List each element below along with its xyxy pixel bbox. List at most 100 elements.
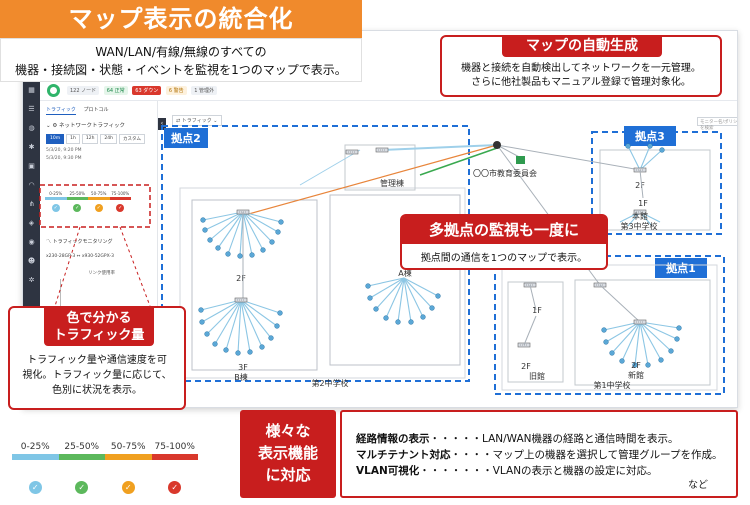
b-building-switch[interactable] <box>234 297 248 303</box>
time-end: 5/3/20, 9:30 PM <box>46 156 82 161</box>
site2-badge <box>164 128 208 148</box>
collapse-panel-button[interactable]: ‹ <box>158 118 166 130</box>
time-10m-button[interactable]: 10m <box>46 134 65 144</box>
warning-count: 6 警告 <box>165 86 187 95</box>
legend-bar-segment <box>12 454 59 460</box>
legend-bar-segment <box>105 454 152 460</box>
school1-label: 第1中学校 <box>593 380 630 390</box>
color-traffic-title-line: トラフィック量 <box>53 328 145 343</box>
link-name: x230-28GP-3 ↔ x930-52GPX-3 <box>46 254 114 259</box>
map-icon[interactable]: ▣ <box>28 162 35 170</box>
feature-vlan: VLAN可視化・・・・・・・VLANの表示と機器の設定に対応。 <box>356 463 658 478</box>
node-count: 122 ノード <box>67 86 100 95</box>
circle-icon[interactable]: ◉ <box>28 238 35 246</box>
users-icon[interactable]: ☻ <box>27 257 36 265</box>
check-icon: ✓ <box>116 204 125 212</box>
legend-bar-segment <box>58 454 105 460</box>
various-display-badge: 様々な 表示機能 に対応 <box>240 410 336 498</box>
school3-ap <box>625 143 631 149</box>
multi-site-callout: 多拠点の監視も一度に 拠点間の通信を1つのマップで表示。 <box>400 214 608 270</box>
kanri-camera[interactable] <box>345 149 359 155</box>
mini-range-label: 50-75% <box>91 191 107 196</box>
list-icon[interactable]: ☰ <box>28 105 35 113</box>
wifi-icon[interactable]: ◠ <box>28 181 35 189</box>
site3-label: 拠点3 <box>635 129 665 143</box>
tab-traffic[interactable]: トラフィック <box>46 107 76 115</box>
check-icon: ✓ <box>168 481 182 494</box>
feature-dots: ・・・・ <box>450 449 493 461</box>
a-building-group <box>191 199 318 371</box>
feature-desc: LAN/WAN機器の経路と通信時間を表示。 <box>482 433 679 445</box>
traffic-panel: トラフィック プロトコル ⌄ ⚙ ネットワークトラフィック 10m 1h 12h… <box>40 101 158 407</box>
unmanaged-count: 1 管理外 <box>191 86 217 95</box>
traffic-monitoring-label: トラフィックモニタリング <box>52 239 113 245</box>
b-building-ap-links <box>200 299 281 354</box>
time-range-buttons: 10m 1h 12h 24h カスタム <box>46 134 145 144</box>
dashboard-icon[interactable]: ▦ <box>28 86 35 94</box>
site3-boundary <box>591 131 722 235</box>
kanri-switch[interactable] <box>375 147 389 153</box>
site1-boundary <box>494 255 725 395</box>
school2-right-ap-links <box>367 277 439 323</box>
time-custom-button[interactable]: カスタム <box>119 134 145 144</box>
mini-bar-segment <box>45 197 67 200</box>
link-board-school2 <box>244 144 498 216</box>
link-board-school3 <box>496 144 641 171</box>
down-count: 63 ダウン <box>132 86 162 95</box>
normal-count: 64 正常 <box>103 86 128 95</box>
a-building-ap-links <box>202 211 282 257</box>
alert-icon[interactable]: ✱ <box>28 143 35 151</box>
tab-protocol[interactable]: プロトコル <box>83 107 109 113</box>
network-traffic-label: ネットワークトラフィック <box>59 123 125 129</box>
school3-main-label: 本館 <box>632 211 648 221</box>
highlight-arrow-right <box>119 226 151 307</box>
old-building-group <box>507 281 564 383</box>
check-icon: ✓ <box>94 204 103 212</box>
chevron-down-icon: ⌄ <box>213 118 218 124</box>
a-2f-label: 2F <box>236 274 246 283</box>
globe-icon[interactable]: ◍ <box>28 124 35 132</box>
legend-range-label: 75-100% <box>154 442 195 452</box>
school3-group <box>599 149 711 231</box>
feature-list: 経路情報の表示・・・・・LAN/WAN機器の経路と通信時間を表示。 マルチテナン… <box>340 410 738 498</box>
check-icon: ✓ <box>73 204 82 212</box>
color-traffic-line: 色別に状況を表示。 <box>52 385 142 396</box>
network-icon: ⚙ <box>52 123 58 129</box>
node-counts: 122 ノード 64 正常 63 ダウン 6 警告 1 管理外 <box>67 86 220 95</box>
traffic-monitoring-title: 〽 トラフィックモニタリング <box>46 238 113 245</box>
trend-icon: 〽 <box>46 239 52 245</box>
mini-bar-segment <box>109 197 131 200</box>
network-traffic-title: ⌄ ⚙ ネットワークトラフィック <box>46 121 125 129</box>
school1-new-2f-switch[interactable] <box>633 319 647 325</box>
topology-icon[interactable]: ⋔ <box>28 200 35 208</box>
school1-group <box>501 264 718 391</box>
auto-generate-line: さらに他社製品もマニュアル登録で管理対象化。 <box>471 77 691 88</box>
school3-label: 第3中学校 <box>620 221 657 231</box>
school2-label: 第2中学校 <box>311 378 348 388</box>
traffic-legend: 0-25% 25-50% 50-75% 75-100% ✓ ✓ ✓ ✓ <box>12 442 198 494</box>
link-kanri-ap <box>299 149 361 186</box>
main-title: マップ表示の統合化 <box>0 0 362 38</box>
school1-1f-label: 1F <box>532 306 542 315</box>
time-start: 5/3/20, 9:20 PM <box>46 148 82 153</box>
settings-icon[interactable]: ✲ <box>28 276 35 284</box>
map-search-input[interactable]: モニター名/ポリシーを検索 <box>697 117 737 131</box>
status-ring-icon <box>47 84 60 97</box>
color-traffic-title: 色で分かる トラフィック量 <box>44 308 154 346</box>
network-icon[interactable]: ◈ <box>28 219 35 227</box>
time-1h-button[interactable]: 1h <box>66 134 80 144</box>
chevron-down-icon[interactable]: ⌄ <box>46 123 51 129</box>
feature-name: マルチテナント対応 <box>356 449 451 461</box>
board-router[interactable] <box>493 141 501 149</box>
color-traffic-line: 視化。トラフィック量に応じて、 <box>22 370 172 381</box>
feature-desc: マップ上の機器を選択して管理グループを作成。 <box>492 449 723 461</box>
school3-ap <box>659 147 665 153</box>
mini-range-label: 0-25% <box>49 191 63 196</box>
time-range: 5/3/20, 9:20 PM 5/3/20, 9:30 PM <box>46 147 81 163</box>
school1-new-label: 新館 <box>628 370 644 380</box>
time-12h-button[interactable]: 12h <box>81 134 99 144</box>
school3-ap <box>647 143 653 149</box>
feature-desc: VLANの表示と機器の設定に対応。 <box>492 465 658 477</box>
board-node[interactable] <box>516 156 525 164</box>
time-24h-button[interactable]: 24h <box>100 134 117 144</box>
